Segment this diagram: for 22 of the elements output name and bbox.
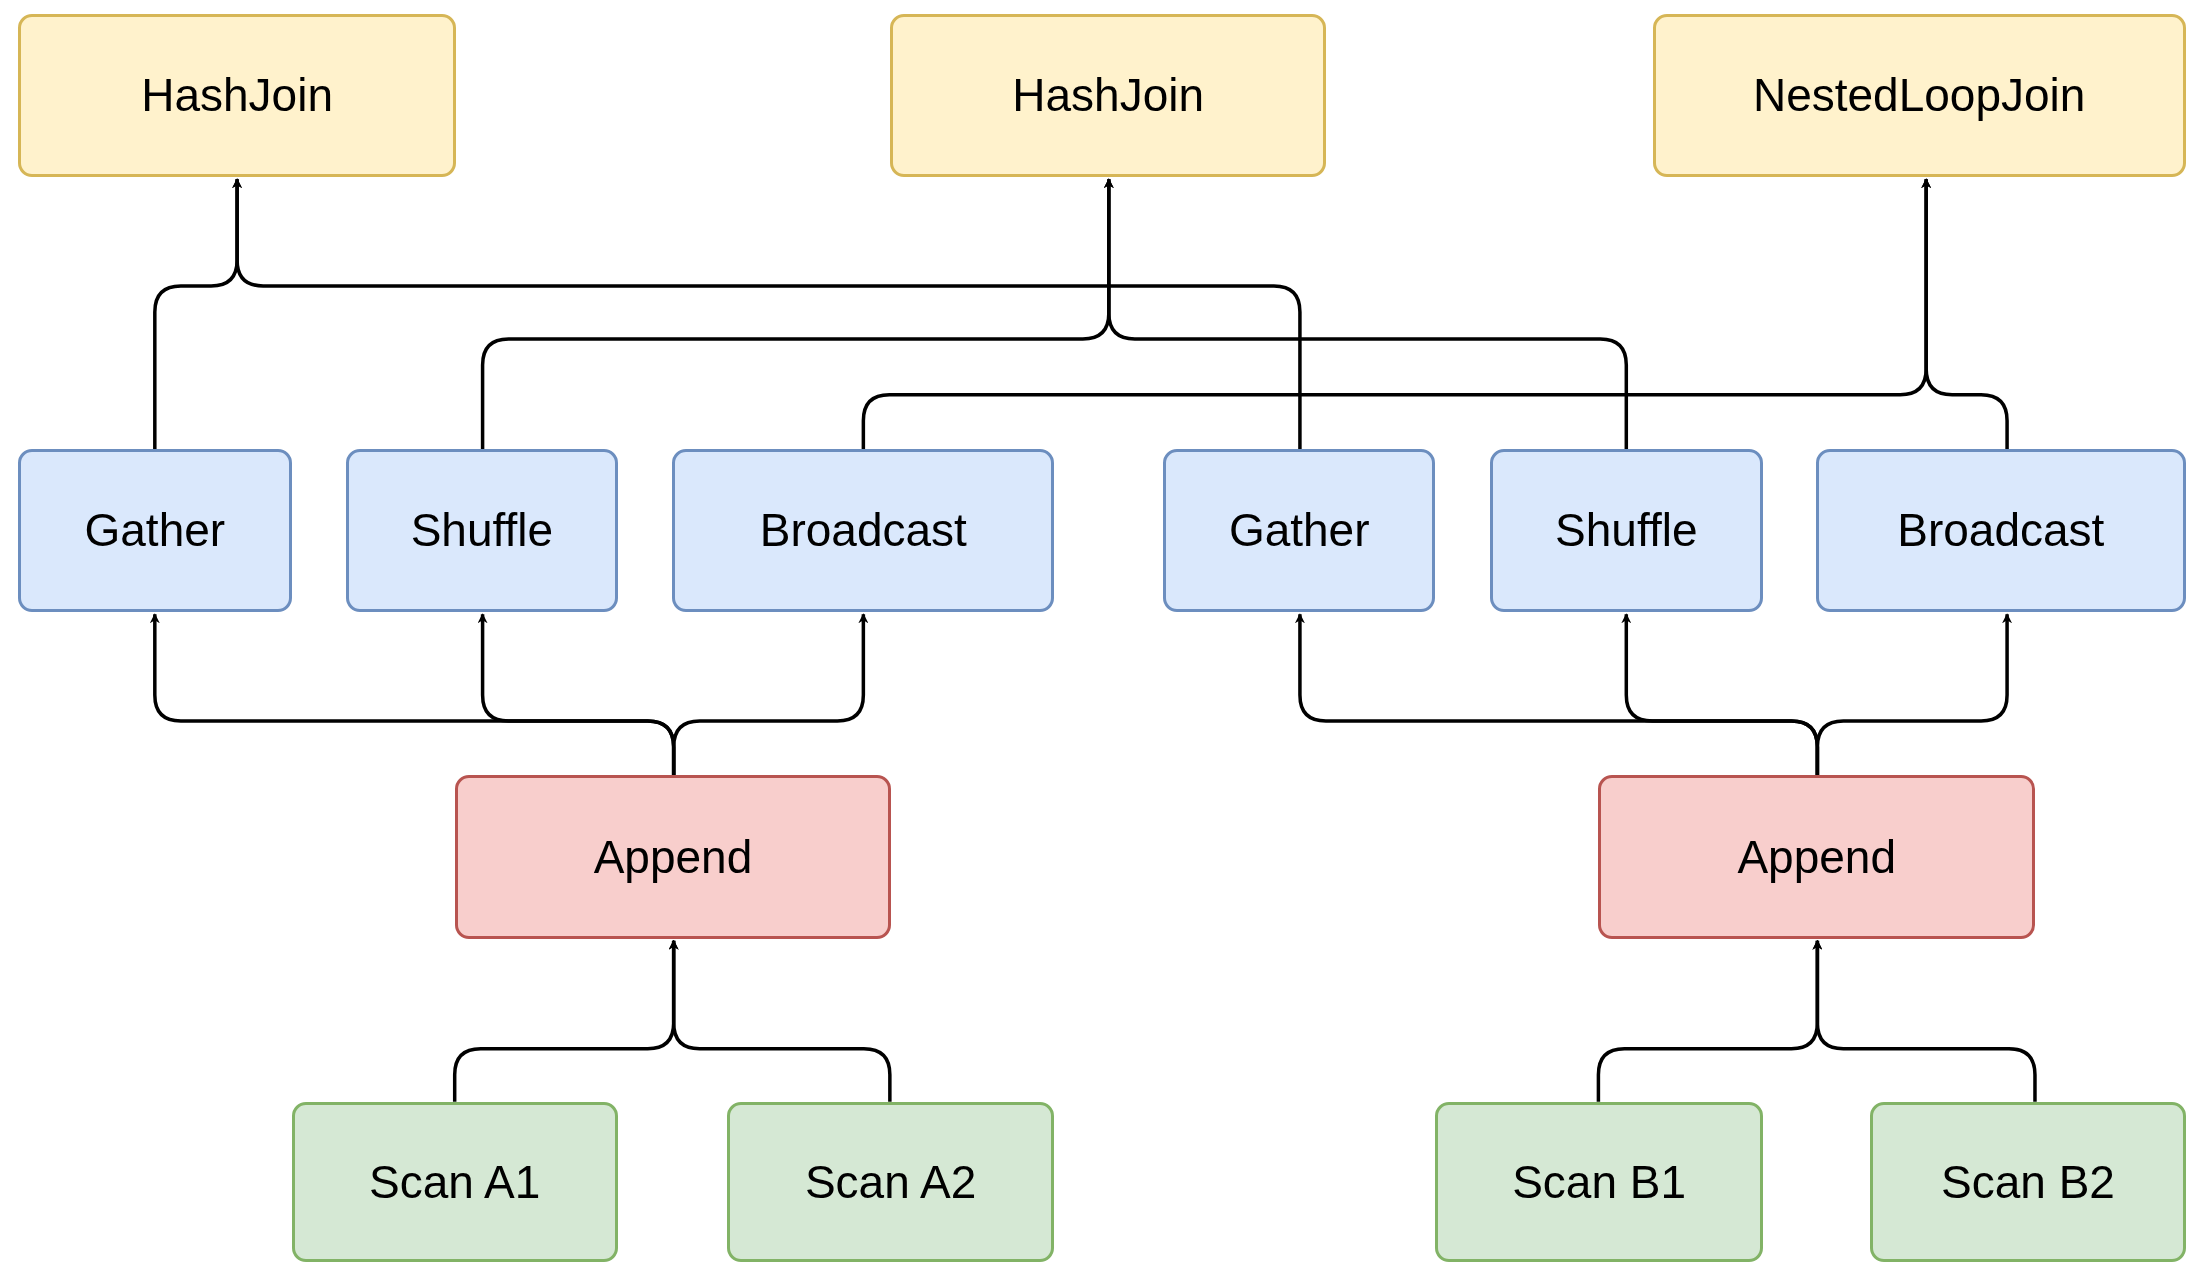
- process-box: HashJoin: [18, 13, 457, 178]
- process-box: Broadcast: [672, 449, 1055, 613]
- arrow: [232, 178, 1302, 450]
- arrow: [1815, 613, 2013, 776]
- process-box: Gather: [1163, 449, 1436, 613]
- process-box: NestedLoopJoin: [1652, 13, 2186, 178]
- process-box: Shuffle: [345, 449, 618, 613]
- process-box: Gather: [18, 449, 292, 613]
- process-box: Scan A1: [291, 1101, 618, 1263]
- process-box: Broadcast: [1816, 449, 2186, 613]
- process-box: Append: [454, 775, 892, 939]
- process-box: Append: [1598, 775, 2035, 939]
- process-box: Scan B2: [1870, 1101, 2186, 1263]
- process-box: HashJoin: [889, 13, 1327, 178]
- arrow: [1103, 178, 1629, 450]
- arrow: [1921, 178, 2009, 450]
- process-box: Scan A2: [726, 1101, 1055, 1263]
- process-box: Shuffle: [1489, 449, 1763, 613]
- process-box: Scan B1: [1435, 1101, 1763, 1263]
- arrow: [671, 613, 869, 776]
- arrow: [1812, 939, 2037, 1102]
- arrow: [668, 939, 892, 1102]
